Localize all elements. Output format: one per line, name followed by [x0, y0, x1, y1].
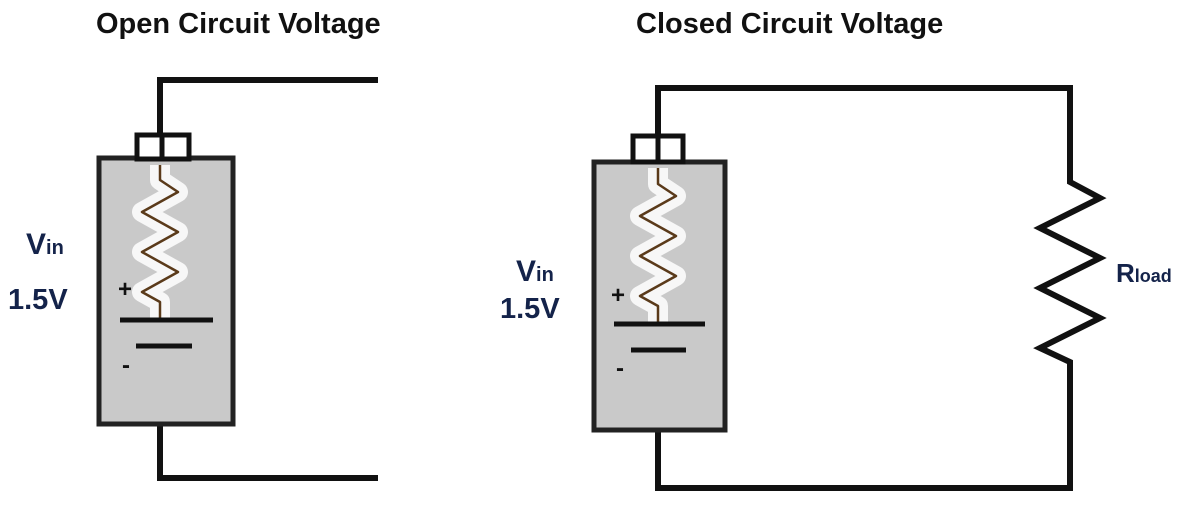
load-resistor-symbol: R — [1116, 258, 1135, 288]
open-circuit — [96, 77, 378, 481]
open-voltage-value: 1.5V — [8, 284, 68, 316]
closed-internal-resistance — [638, 168, 678, 322]
closed-circuit-title: Closed Circuit Voltage — [636, 8, 944, 40]
closed-minus-sign: - — [616, 355, 624, 382]
open-vin-symbol: V — [26, 228, 47, 261]
open-plus-sign: + — [118, 276, 133, 303]
open-vin-subscript: in — [46, 237, 64, 259]
closed-vin-symbol: V — [516, 255, 537, 288]
closed-voltage-value: 1.5V — [500, 293, 560, 325]
closed-vin-label: Vin — [516, 255, 554, 289]
closed-plus-sign: + — [611, 282, 626, 309]
closed-circuit — [591, 85, 1107, 491]
open-circuit-title: Open Circuit Voltage — [96, 8, 381, 40]
closed-vin-subscript: in — [536, 264, 554, 286]
open-minus-sign: - — [122, 352, 130, 379]
closed-loop-wire — [655, 85, 1107, 491]
load-resistor-label: Rload — [1116, 258, 1172, 289]
load-resistor-subscript: load — [1134, 266, 1172, 286]
open-vin-label: Vin — [26, 228, 64, 262]
open-top-wire — [157, 77, 378, 135]
open-internal-resistance — [140, 165, 180, 318]
